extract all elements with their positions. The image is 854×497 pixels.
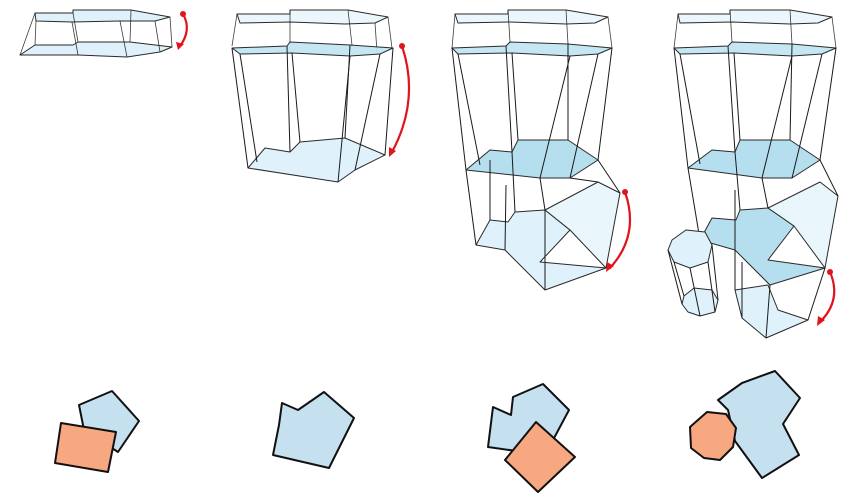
shapes-step-4 — [689, 370, 801, 479]
merged-piece-2 — [272, 391, 355, 469]
stack-2-top-face — [236, 9, 389, 25]
square-piece-orange — [54, 422, 117, 473]
stack-step-4 — [667, 9, 839, 339]
stack-3-layer3-face — [465, 139, 599, 179]
stack-step-2 — [231, 9, 411, 183]
rotation-arrow-4 — [817, 269, 836, 326]
stack-2-bottom-face — [247, 137, 386, 183]
rotation-arrow-1 — [176, 11, 188, 50]
shapes-step-2 — [272, 391, 355, 469]
stack-1-top-face — [34, 9, 171, 23]
stack-4-top-face — [677, 9, 833, 25]
rotation-arrow-2 — [389, 43, 411, 157]
square-piece-orange-3 — [504, 421, 576, 493]
shapes-step-1 — [54, 390, 140, 473]
stack-step-1 — [19, 9, 188, 58]
stack-step-3 — [451, 9, 632, 291]
octagon-piece-orange — [689, 411, 737, 461]
stack-1-bottom-face — [19, 41, 173, 58]
rotation-arrow-3 — [606, 189, 632, 272]
stack-4-layer2-face — [673, 41, 837, 57]
stack-3-top-face — [454, 9, 609, 25]
merged-piece-4 — [717, 370, 801, 479]
shapes-step-3 — [487, 383, 576, 493]
stack-3-layer2-face — [451, 41, 613, 57]
stack-4-layer4-right — [767, 181, 839, 269]
stack-3-bottom-right — [544, 181, 621, 269]
stack-4-bottom-face — [734, 284, 809, 339]
stack-2-mid-face — [231, 41, 394, 57]
